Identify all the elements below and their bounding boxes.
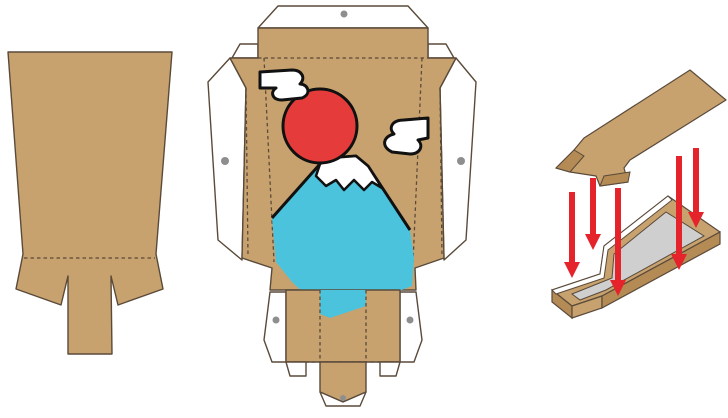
top-cap-hole [341,11,348,18]
assembly-view [552,70,726,318]
back-panel [8,52,172,354]
arrow-5 [688,148,704,228]
back-panel-body [8,52,172,354]
bottom-right-hole [407,317,414,324]
bottom-right-flap [400,292,422,362]
bottom-left-hole [273,317,280,324]
floating-lid-panel [556,70,726,186]
top-left-corner-tab [232,44,258,58]
arrow-2 [585,178,601,250]
stem-corner-tab-left [286,362,306,376]
right-flap-hole [457,157,465,165]
arrow-1 [564,192,580,278]
stem-corner-tab-right [380,362,400,376]
bottom-end-hole [340,395,346,401]
left-flap-hole [221,157,229,165]
bottom-left-flap [264,292,286,362]
front-template [208,6,476,406]
top-right-corner-tab [428,44,454,58]
